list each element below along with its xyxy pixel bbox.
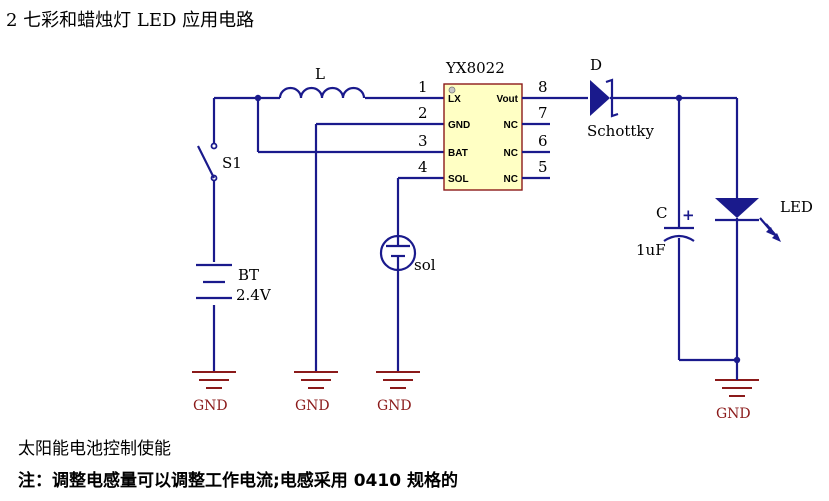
ground-label: GND <box>716 406 751 422</box>
switch-label: S1 <box>222 154 242 172</box>
pin-num-8: 8 <box>538 78 548 96</box>
ground-label: GND <box>295 398 330 414</box>
solar-cell: sol <box>379 176 444 372</box>
pin-num-3: 3 <box>418 132 428 150</box>
pin-label-nc7: NC <box>504 120 518 131</box>
pin-label-gnd: GND <box>448 120 470 131</box>
led-label: LED <box>780 198 813 216</box>
wire-gnd-pin2 <box>314 122 444 372</box>
battery-name: BT <box>238 266 259 284</box>
pin-num-4: 4 <box>418 158 428 176</box>
diagram-heading: 2 七彩和蜡烛灯 LED 应用电路 <box>6 10 255 31</box>
capacitor-label: C <box>656 204 667 222</box>
pin-label-vout: Vout <box>497 94 519 105</box>
led: LED <box>715 198 813 242</box>
capacitor-plus: + <box>682 206 695 224</box>
inductor-label: L <box>315 65 325 83</box>
diode-type: Schottky <box>587 122 655 140</box>
ic-name: YX8022 <box>445 59 505 77</box>
capacitor-value: 1uF <box>636 241 666 259</box>
schottky-diode: D Schottky <box>587 56 655 140</box>
ground-symbol: GND <box>376 371 420 414</box>
caption-solar-control: 太阳能电池控制使能 <box>18 439 171 459</box>
pin-num-6: 6 <box>538 132 548 150</box>
pin-label-nc5: NC <box>504 174 518 185</box>
ground-label: GND <box>193 398 228 414</box>
ic-yx8022: YX8022 LX GND BAT SOL Vout NC NC NC 1 2 … <box>418 59 550 191</box>
inductor-l: L <box>278 65 366 99</box>
pin-num-5: 5 <box>538 158 548 176</box>
switch-s1: S1 <box>197 140 242 182</box>
caption-note: 注：调整电感量可以调整工作电流;电感采用 0410 规格的 <box>18 471 458 491</box>
pin-label-nc6: NC <box>504 148 518 159</box>
wire-left-loop <box>212 94 444 372</box>
ground-symbol: GND <box>715 372 759 422</box>
battery-voltage: 2.4V <box>236 286 272 304</box>
ground-symbol: GND <box>294 371 338 414</box>
pin-label-sol: SOL <box>448 174 469 185</box>
ground-symbol: GND <box>192 371 236 414</box>
pin-label-bat: BAT <box>448 148 468 159</box>
solar-label: sol <box>414 256 436 274</box>
diode-label: D <box>590 56 602 74</box>
ground-label: GND <box>377 398 412 414</box>
wire-output <box>522 94 741 372</box>
pin-num-2: 2 <box>418 104 428 122</box>
pin-num-1: 1 <box>418 78 428 96</box>
pin-label-lx: LX <box>448 94 461 105</box>
battery-bt: BT 2.4V <box>196 263 272 304</box>
capacitor-c: C + 1uF <box>636 204 695 259</box>
pin-num-7: 7 <box>538 104 548 122</box>
